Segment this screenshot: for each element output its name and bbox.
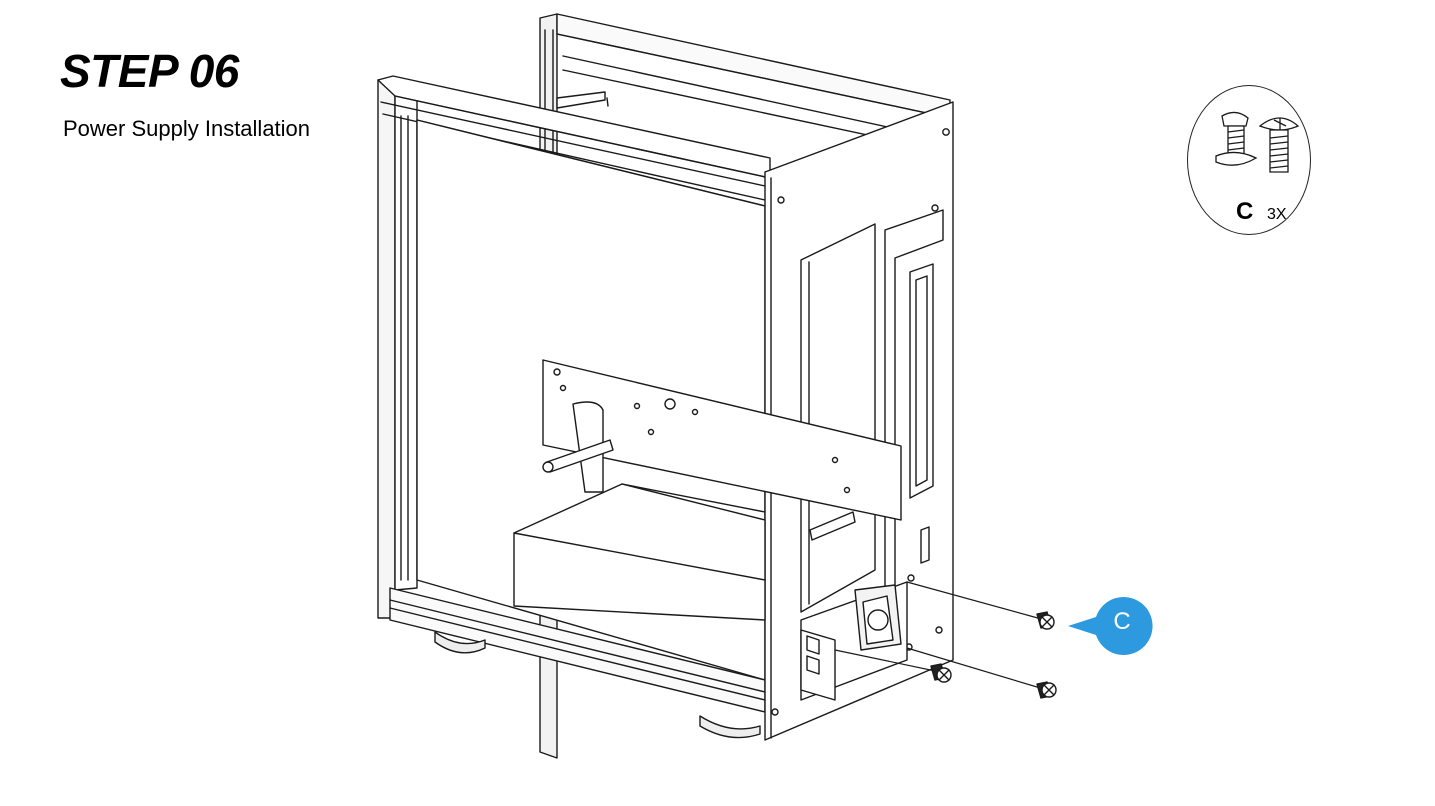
hardware-quantity: 3X (1267, 206, 1287, 224)
callout-letter: C (1093, 608, 1151, 638)
hardware-letter: C (1236, 198, 1253, 226)
step-title: STEP 06 (60, 44, 239, 98)
step-subtitle: Power Supply Installation (63, 116, 310, 142)
case-illustration (335, 0, 1095, 760)
hardware-badge: C 3X (1187, 85, 1311, 235)
